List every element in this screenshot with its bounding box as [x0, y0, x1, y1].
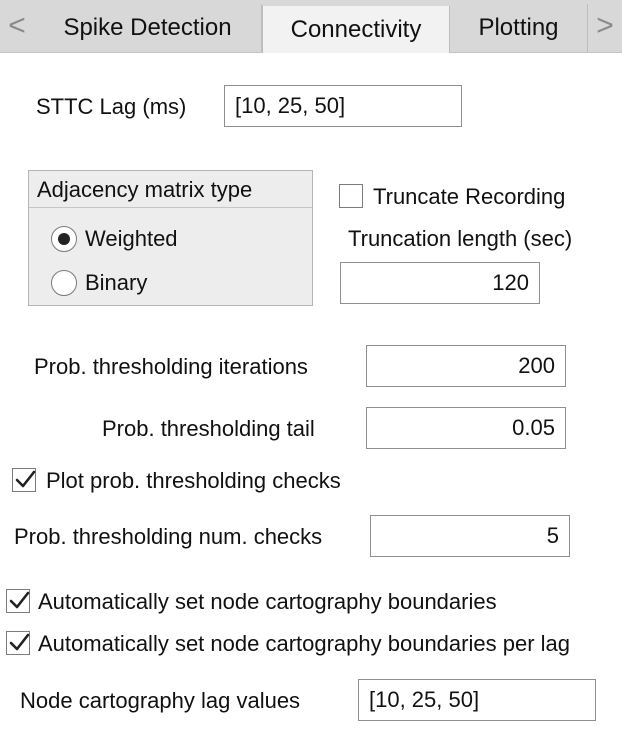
binary-radio-label[interactable]: Binary [85, 270, 148, 295]
panel-header: Adjacency matrix type [29, 171, 312, 208]
tab-spike-detection[interactable]: Spike Detection [34, 4, 262, 52]
auto-boundaries-checkbox[interactable] [6, 589, 30, 613]
weighted-radio[interactable] [51, 226, 77, 252]
auto-boundaries-per-lag-checkbox[interactable] [6, 631, 30, 655]
truncate-recording-label[interactable]: Truncate Recording [373, 184, 566, 209]
truncation-length-input[interactable]: 120 [340, 262, 540, 304]
tab-label: Connectivity [290, 15, 422, 43]
tab-label: Spike Detection [63, 14, 232, 41]
num-checks-label: Prob. thresholding num. checks [14, 524, 323, 549]
prob-tail-label: Prob. thresholding tail [102, 416, 315, 441]
truncation-length-label: Truncation length (sec) [348, 226, 573, 251]
checkmark-icon [9, 633, 30, 651]
tab-connectivity[interactable]: Connectivity [262, 6, 450, 53]
num-checks-input[interactable]: 5 [370, 515, 570, 557]
sttc-lag-input[interactable]: [10, 25, 50] [224, 85, 462, 127]
radio-selected-dot [58, 233, 70, 245]
adjacency-panel-title: Adjacency matrix type [37, 177, 253, 202]
auto-boundaries-per-lag-label[interactable]: Automatically set node cartography bound… [38, 631, 570, 656]
tab-plotting[interactable]: Plotting [450, 4, 588, 52]
checkmark-icon [9, 591, 30, 609]
truncate-recording-checkbox[interactable] [339, 184, 363, 208]
prob-tail-input[interactable]: 0.05 [366, 407, 566, 449]
tab-label: Plotting [478, 14, 559, 41]
prob-iterations-label: Prob. thresholding iterations [34, 354, 308, 379]
binary-radio[interactable] [51, 270, 77, 296]
weighted-radio-label[interactable]: Weighted [85, 226, 178, 251]
plot-checks-checkbox[interactable] [12, 468, 36, 492]
auto-boundaries-label[interactable]: Automatically set node cartography bound… [38, 589, 497, 614]
adjacency-matrix-panel: Adjacency matrix type Weighted Binary [28, 170, 313, 306]
plot-checks-label[interactable]: Plot prob. thresholding checks [46, 468, 341, 493]
cartography-lags-label: Node cartography lag values [20, 688, 301, 713]
tab-scroll-right-icon[interactable]: > [588, 0, 622, 52]
tab-scroll-left-icon[interactable]: < [0, 0, 34, 52]
prob-iterations-input[interactable]: 200 [366, 345, 566, 387]
cartography-lags-input[interactable]: [10, 25, 50] [358, 679, 596, 721]
checkmark-icon [15, 470, 36, 488]
sttc-lag-label: STTC Lag (ms) [36, 94, 187, 119]
tab-bar: < Spike Detection Connectivity Plotting … [0, 0, 622, 53]
